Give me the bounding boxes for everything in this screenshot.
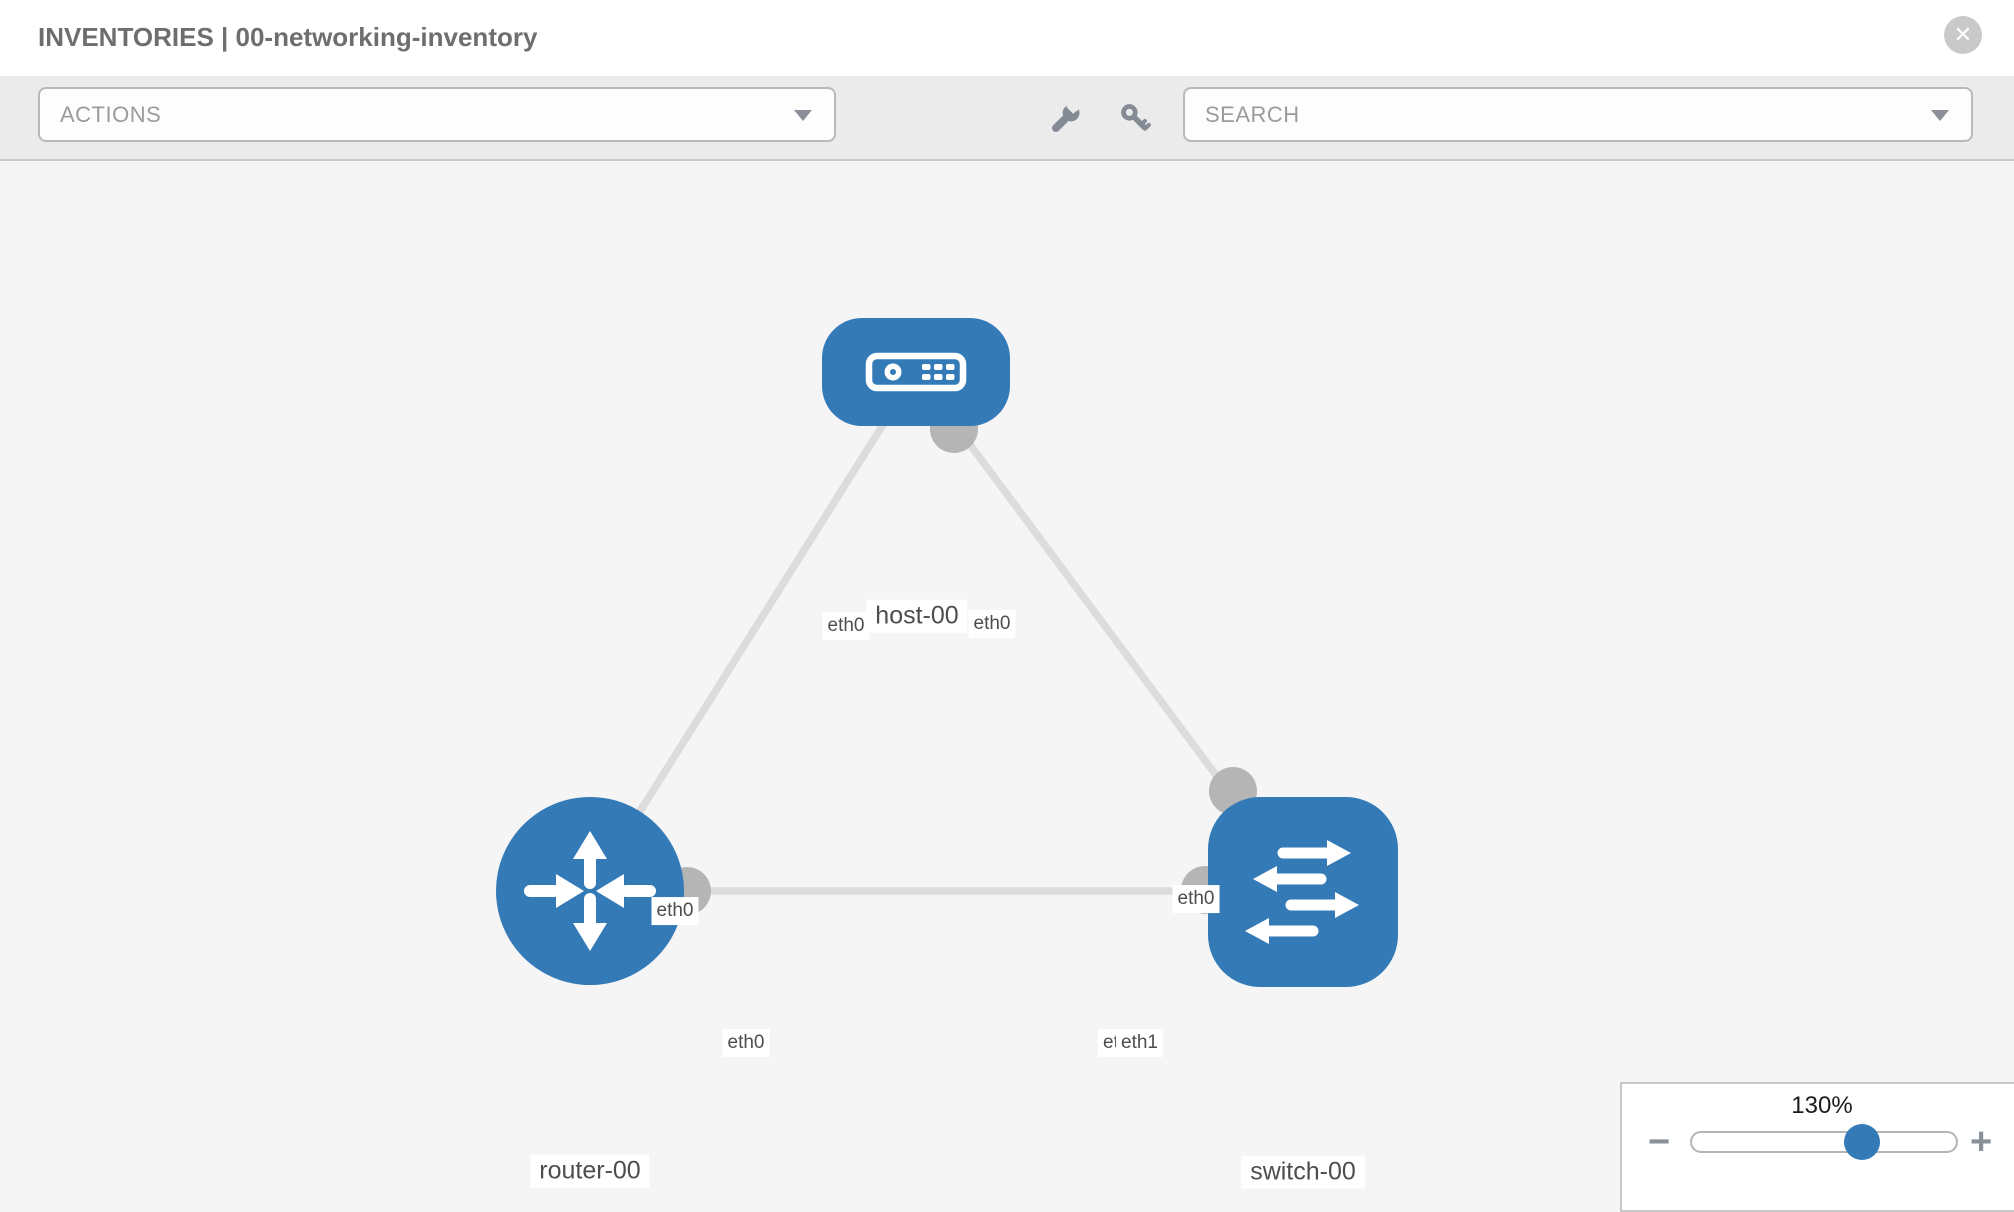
host-label: host-00 <box>866 599 968 633</box>
key-icon[interactable] <box>1117 100 1153 136</box>
zoom-panel: 130% − + <box>1620 1082 2014 1212</box>
zoom-out-button[interactable]: − <box>1648 1121 1671 1163</box>
caret-down-icon <box>794 109 812 121</box>
interface-label-host-eth0-right: eth0 <box>968 610 1016 638</box>
router-icon <box>524 831 656 951</box>
router-label: router-00 <box>530 1154 650 1188</box>
link-router-host[interactable] <box>586 370 920 893</box>
node-switch[interactable] <box>1208 797 1398 987</box>
interface-label-router-eth0-uplink: eth0 <box>651 897 699 925</box>
header: INVENTORIES | 00-networking-inventory ✕ <box>0 0 2014 78</box>
zoom-slider-handle[interactable] <box>1844 1124 1881 1160</box>
actions-dropdown[interactable]: ACTIONS <box>38 87 836 142</box>
page-title: INVENTORIES | 00-networking-inventory <box>38 22 538 52</box>
search-dropdown-label: SEARCH <box>1205 101 1300 127</box>
node-host[interactable] <box>822 318 1010 426</box>
switch-label: switch-00 <box>1241 1155 1365 1189</box>
close-button[interactable]: ✕ <box>1944 16 1982 54</box>
interface-label-switch-eth0-top: eth0 <box>1172 885 1220 913</box>
zoom-level-label: 130% <box>1791 1092 1853 1119</box>
interface-label-host-eth0-left: eth0 <box>822 612 870 640</box>
search-dropdown[interactable]: SEARCH <box>1183 87 1973 142</box>
caret-down-icon <box>1931 109 1949 121</box>
host-icon <box>865 352 967 392</box>
interface-label-router-eth0-lan: eth0 <box>722 1029 770 1057</box>
zoom-in-button[interactable]: + <box>1970 1121 1993 1163</box>
actions-dropdown-label: ACTIONS <box>60 101 162 127</box>
interface-label-switch-eth1: eth1 <box>1116 1029 1163 1057</box>
zoom-slider[interactable] <box>1690 1124 1958 1160</box>
toolbar: ACTIONS SEARCH <box>0 76 2014 161</box>
node-router[interactable] <box>496 797 684 985</box>
topology-canvas[interactable]: host-00 router-00 switch-00 eth0 eth0 et… <box>0 159 2014 1200</box>
wrench-icon[interactable] <box>1048 100 1084 136</box>
close-icon: ✕ <box>1953 22 1973 47</box>
switch-icon <box>1245 840 1359 944</box>
